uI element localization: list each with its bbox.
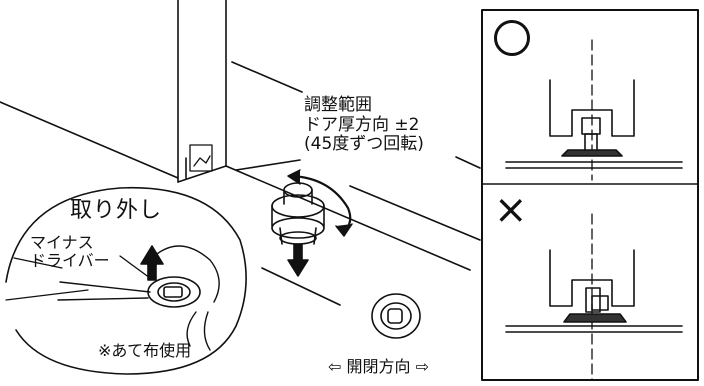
driver-line-2: ドライバー xyxy=(30,251,110,271)
floor-lines xyxy=(0,61,481,306)
adjust-rotation: (45度ずつ回転) xyxy=(304,134,424,155)
correct-circle-icon xyxy=(494,20,530,56)
adjust-direction: ドア厚方向 ±2 xyxy=(304,114,420,135)
rotation-arrow xyxy=(287,169,353,237)
ok-drawing xyxy=(505,39,683,181)
open-close-direction-label: ⇦ 開閉方向 ⇨ xyxy=(328,357,429,376)
stopper-part xyxy=(271,182,325,277)
adjustment-range-label: 調整範囲 ドア厚方向 ±2 (45度ずつ回転) xyxy=(304,95,424,155)
comparison-panel xyxy=(481,9,699,381)
incorrect-cross-icon: × xyxy=(494,187,528,233)
removal-label: 取り外し xyxy=(70,198,163,223)
adjust-title: 調整範囲 xyxy=(304,95,372,115)
screwdriver-label: マイナス ドライバー xyxy=(30,233,110,271)
removal-callout xyxy=(5,186,247,375)
door-post xyxy=(177,0,227,183)
ng-drawing xyxy=(505,213,683,381)
cloth-note-label: ※あて布使用 xyxy=(98,341,192,360)
floor-socket xyxy=(371,293,421,339)
driver-line-1: マイナス xyxy=(30,233,94,252)
